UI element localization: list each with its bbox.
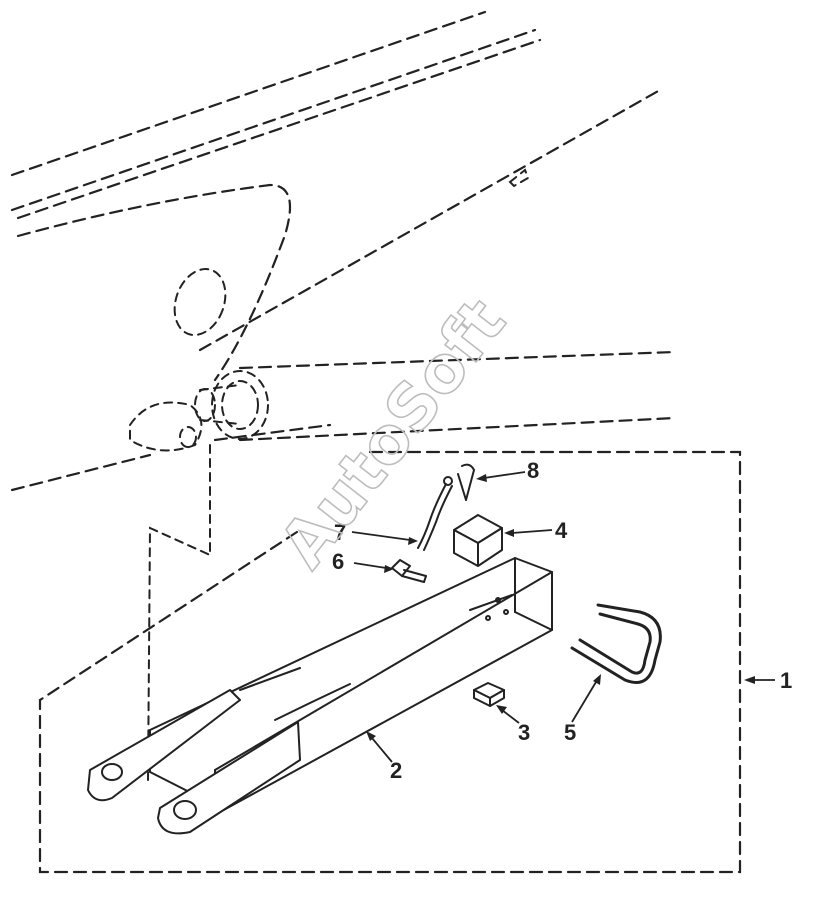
chain <box>417 476 453 551</box>
kit-boundary <box>38 450 742 874</box>
hitch-pivot <box>129 370 269 781</box>
callout-2: 2 <box>390 758 402 783</box>
callout-3: 3 <box>518 720 530 745</box>
callout-4: 4 <box>555 518 568 543</box>
pad <box>473 682 505 707</box>
clip <box>457 463 475 501</box>
callout-labels: 1 2 3 4 5 6 7 8 <box>332 458 792 783</box>
callout-1: 1 <box>780 668 792 693</box>
bolt <box>391 559 427 583</box>
u-pin <box>570 603 662 684</box>
drawbar <box>87 557 553 835</box>
callout-7: 7 <box>334 520 346 545</box>
callout-5: 5 <box>564 720 576 745</box>
callout-6: 6 <box>332 549 344 574</box>
callout-8: 8 <box>527 458 539 483</box>
callout-leaders <box>351 471 775 763</box>
block <box>453 514 503 567</box>
vehicle-outline <box>10 10 677 492</box>
